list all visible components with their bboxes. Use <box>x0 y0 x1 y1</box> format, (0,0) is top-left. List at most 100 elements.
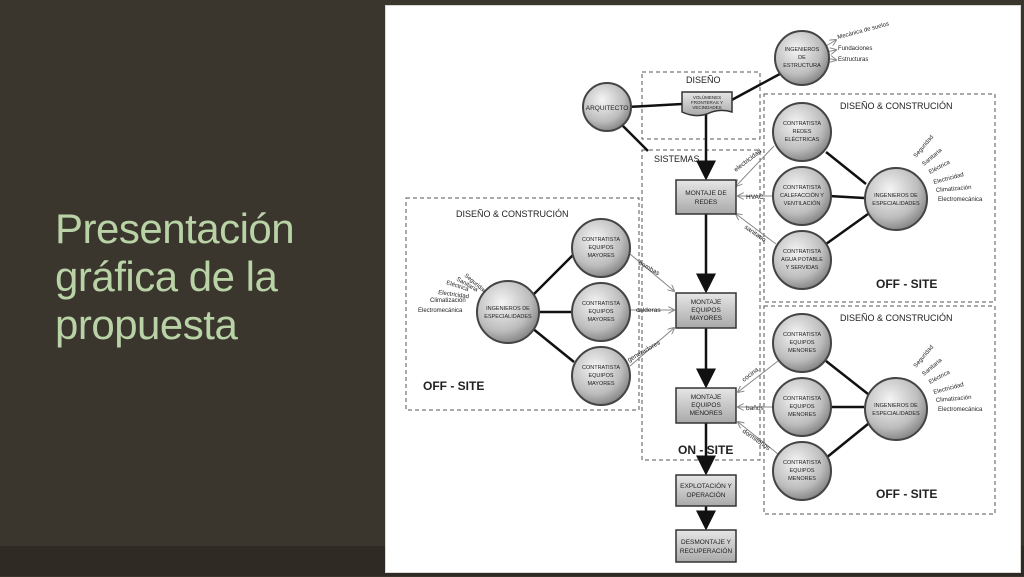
node-menores-2-l3: MENORES <box>788 412 816 418</box>
line-esp-agua <box>825 212 869 246</box>
flow-hvac-label: HVAC <box>746 194 764 201</box>
montaje-menores-line-2: EQUIPOS <box>691 402 721 409</box>
node-mayores-2-l3: MAYORES <box>587 317 614 323</box>
input-fundaciones: Fundaciones <box>838 46 872 52</box>
montaje-menores-box: MONTAJE EQUIPOS MENORES <box>675 387 737 424</box>
flow-bombas-arrow <box>629 253 674 291</box>
explotacion-box: EXPLOTACIÓN Y OPERACIÓN <box>675 474 737 507</box>
node-menores-3-l3: MENORES <box>788 476 816 482</box>
diagram-panel: DISEÑO SISTEMAS DISEÑO & CONSTRUCIÓN DIS… <box>385 5 1021 573</box>
volumenes-line-3: VECINDADES <box>692 105 721 110</box>
node-calefaccion-l2: CALEFACCIÓN Y <box>780 192 824 199</box>
node-calefaccion-l1: CONTRATISTA <box>783 185 821 191</box>
esp-l-6: Electromecánica <box>418 308 463 314</box>
line-esp-menores-1 <box>825 360 869 395</box>
desmontaje-line-1: DESMONTAJE Y <box>681 539 732 546</box>
node-menores-2: CONTRATISTA EQUIPOS MENORES <box>772 377 832 437</box>
node-ing-estructuras: INGENIEROS DE ESTRUCTURA <box>774 30 830 86</box>
explotacion-line-1: EXPLOTACIÓN Y <box>680 481 732 490</box>
esp-rt-4: Electricidad <box>933 172 965 186</box>
node-mayores-3-l1: CONTRATISTA <box>582 365 620 371</box>
node-mayores-1-l3: MAYORES <box>587 253 614 259</box>
node-agua: CONTRATISTA AGUA POTABLE Y SERVIDAS <box>772 230 832 290</box>
node-calefaccion: CONTRATISTA CALEFACCIÓN Y VENTILACIÓN <box>772 166 832 226</box>
section-dc-right-top <box>763 93 996 303</box>
node-mayores-3: CONTRATISTA EQUIPOS MAYORES <box>571 346 631 406</box>
node-redes-l2: REDES <box>793 129 812 135</box>
node-mayores-2-l2: EQUIPOS <box>588 309 613 315</box>
section-label-sistemas: SISTEMAS <box>654 154 700 164</box>
title-line-3: propuesta <box>55 301 238 348</box>
node-menores-1-l2: EQUIPOS <box>789 340 814 346</box>
estructura-inputs: Mecánica de suelos Fundaciones Estructur… <box>825 21 890 63</box>
esp-rb-6: Electromecánica <box>938 407 983 413</box>
montaje-redes-line-2: REDES <box>695 199 718 206</box>
node-mayores-3-l2: EQUIPOS <box>588 373 613 379</box>
montaje-redes-line-1: MONTAJE DE <box>685 190 727 197</box>
node-menores-1-l3: MENORES <box>788 348 816 354</box>
flow-electricidad-label: electricidad <box>733 148 764 174</box>
flow-bombas-label: bombas <box>637 260 661 278</box>
node-menores-3: CONTRATISTA EQUIPOS MENORES <box>772 441 832 501</box>
node-ing-esp-bottom-l2: ESPECIALIDADES <box>872 411 920 417</box>
node-agua-l2: AGUA POTABLE <box>781 257 823 263</box>
node-ing-esp-top-l1: INGENIEROS DE <box>874 193 918 199</box>
node-mayores-1-l1: CONTRATISTA <box>582 237 620 243</box>
node-ing-esp-left: INGENIEROS DE ESPECIALIDADES <box>476 280 540 344</box>
node-mayores-1-l2: EQUIPOS <box>588 245 613 251</box>
esp-rt-5: Climatización <box>936 185 972 194</box>
esp-l-4: Electricidad <box>438 290 470 300</box>
montaje-mayores-line-1: MONTAJE <box>691 299 722 306</box>
flow-cocina-label: cocina <box>741 366 760 383</box>
volumenes-box: VOLÚMENES FRONTERAS Y VECINDADES <box>681 91 733 117</box>
montaje-menores-line-1: MONTAJE <box>691 394 722 401</box>
node-ing-esp-left-l2: ESPECIALIDADES <box>484 314 532 320</box>
flow-cocina-arrow <box>738 360 779 392</box>
node-menores-2-l1: CONTRATISTA <box>783 396 821 402</box>
flow-calderas-label: calderas <box>636 307 661 314</box>
node-menores-1: CONTRATISTA EQUIPOS MENORES <box>772 313 832 373</box>
flow-generadores-arrow <box>629 328 674 367</box>
node-menores-1-l1: CONTRATISTA <box>783 332 821 338</box>
node-ing-esp-top: INGENIEROS DE ESPECIALIDADES <box>864 167 928 231</box>
off-site-label-left: OFF - SITE <box>423 379 484 393</box>
title-line-2: gráfica de la <box>55 253 278 300</box>
line-esp-mayores-3 <box>531 327 575 363</box>
esp-rb-4: Electricidad <box>933 382 965 396</box>
flow-sanitario-arrow <box>736 214 777 245</box>
node-ing-estructuras-l1: INGENIEROS <box>785 47 820 53</box>
section-label-diseno: DISEÑO <box>686 75 721 85</box>
line-arquitecto-sistemas <box>619 122 649 152</box>
input-estructuras: Estructuras <box>838 57 868 63</box>
line-arquitecto-volumenes <box>627 102 683 109</box>
node-ing-estructuras-l3: ESTRUCTURA <box>783 63 821 69</box>
desmontaje-box: DESMONTAJE Y RECUPERACIÓN <box>675 529 737 563</box>
section-dc-right-bottom <box>763 305 996 515</box>
title-line-1: Presentación <box>55 205 295 252</box>
off-site-label-right-bottom: OFF - SITE <box>876 487 937 501</box>
node-ing-esp-left-l1: INGENIEROS DE <box>486 306 530 312</box>
node-ing-esp-bottom: INGENIEROS DE ESPECIALIDADES <box>864 377 928 441</box>
node-ing-esp-top-l2: ESPECIALIDADES <box>872 201 920 207</box>
node-ing-esp-bottom-l1: INGENIEROS DE <box>874 403 918 409</box>
volumenes-line-1: VOLÚMENES <box>693 94 721 100</box>
flow-dormitorios-arrow <box>738 422 779 455</box>
montaje-menores-line-3: MENORES <box>690 410 724 417</box>
node-arquitecto-label: ARQUITECTO <box>586 105 629 112</box>
line-esp-redes <box>825 151 867 185</box>
montaje-mayores-line-2: EQUIPOS <box>691 307 721 314</box>
node-agua-l1: CONTRATISTA <box>783 249 821 255</box>
flow-generadores-label: generadores <box>627 339 663 364</box>
esp-rb-5: Climatización <box>936 395 972 404</box>
esp-l-5: Climatización <box>430 298 466 304</box>
section-label-dc-left: DISEÑO & CONSTRUCIÓN <box>456 209 569 219</box>
node-mayores-3-l3: MAYORES <box>587 381 614 387</box>
volumenes-line-2: FRONTERAS Y <box>691 100 723 105</box>
esp-rt-6: Electromecánica <box>938 197 983 203</box>
node-redes-electricas: CONTRATISTA REDES ELÉCTRICAS <box>772 102 832 162</box>
node-menores-2-l2: EQUIPOS <box>789 404 814 410</box>
flow-dormitorios-label: dormitorios <box>741 428 772 453</box>
node-redes-l3: ELÉCTRICAS <box>785 136 820 143</box>
node-ing-estructuras-l2: DE <box>798 55 806 61</box>
line-esp-menores-3 <box>825 423 869 459</box>
